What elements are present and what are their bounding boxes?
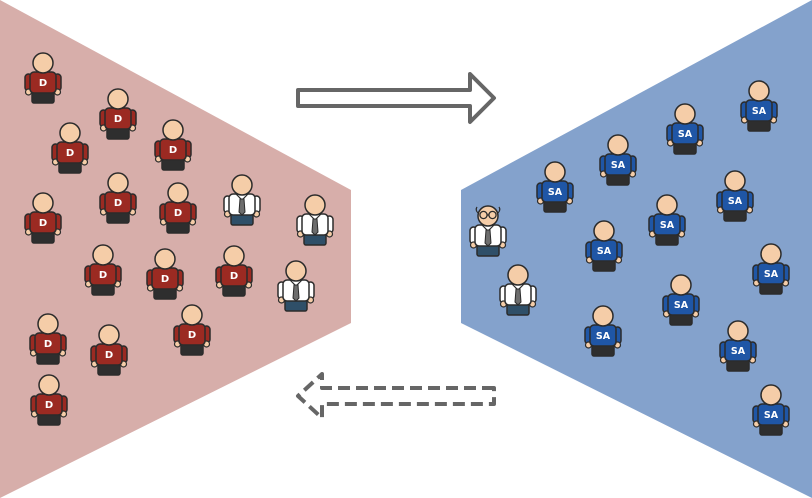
person-sa-icon: SA — [536, 161, 574, 213]
d-label: D — [105, 350, 113, 361]
sa-label: SA — [678, 129, 693, 140]
person-d-icon: D — [99, 88, 137, 140]
person-sa-icon: SA — [662, 274, 700, 326]
person-d-icon: D — [99, 172, 137, 224]
person-sa-icon: SA — [666, 103, 704, 155]
d-label: D — [161, 274, 169, 285]
arrow-right-icon — [296, 72, 496, 124]
sa-label: SA — [660, 220, 675, 231]
d-label: D — [39, 218, 47, 229]
person-d-icon: D — [29, 313, 67, 365]
person-d-icon: D — [30, 374, 68, 426]
person-sa-icon: SA — [752, 243, 790, 295]
d-label: D — [99, 270, 107, 281]
sa-label: SA — [731, 346, 746, 357]
left-region — [0, 0, 351, 498]
people-group: D D D D D D D D D D D D D D SA SA SA SA SA SA SA SA SA SA SA SA — [24, 52, 790, 436]
person-manager-icon — [296, 194, 334, 246]
sa-label: SA — [548, 187, 563, 198]
person-d-icon: D — [84, 244, 122, 296]
d-label: D — [39, 78, 47, 89]
right-region — [461, 0, 812, 498]
person-sa-icon: SA — [716, 170, 754, 222]
sa-label: SA — [728, 196, 743, 207]
d-label: D — [45, 400, 53, 411]
person-sa-icon: SA — [752, 384, 790, 436]
sa-label: SA — [752, 106, 767, 117]
person-sa-icon: SA — [599, 134, 637, 186]
d-label: D — [66, 148, 74, 159]
arrow-left-icon — [296, 372, 496, 420]
d-label: D — [174, 208, 182, 219]
person-d-icon: D — [90, 324, 128, 376]
d-label: D — [230, 271, 238, 282]
d-label: D — [114, 198, 122, 209]
person-d-icon: D — [215, 245, 253, 297]
person-d-icon: D — [154, 119, 192, 171]
person-sa-icon: SA — [584, 305, 622, 357]
d-label: D — [188, 330, 196, 341]
person-manager-icon — [499, 264, 537, 316]
sa-label: SA — [764, 269, 779, 280]
person-manager-icon — [223, 174, 261, 226]
d-label: D — [169, 145, 177, 156]
person-d-icon: D — [146, 248, 184, 300]
sa-label: SA — [611, 160, 626, 171]
person-manager-icon — [277, 260, 315, 312]
sa-label: SA — [674, 300, 689, 311]
person-d-icon: D — [173, 304, 211, 356]
d-label: D — [114, 114, 122, 125]
sa-label: SA — [597, 246, 612, 257]
sa-label: SA — [596, 331, 611, 342]
person-sa-icon: SA — [740, 80, 778, 132]
person-d-icon: D — [51, 122, 89, 174]
person-d-icon: D — [159, 182, 197, 234]
person-sa-icon: SA — [585, 220, 623, 272]
person-sa-icon: SA — [719, 320, 757, 372]
d-label: D — [44, 339, 52, 350]
person-d-icon: D — [24, 192, 62, 244]
person-d-icon: D — [24, 52, 62, 104]
person-sa-icon: SA — [648, 194, 686, 246]
sa-label: SA — [764, 410, 779, 421]
person-professor-icon — [469, 205, 507, 257]
